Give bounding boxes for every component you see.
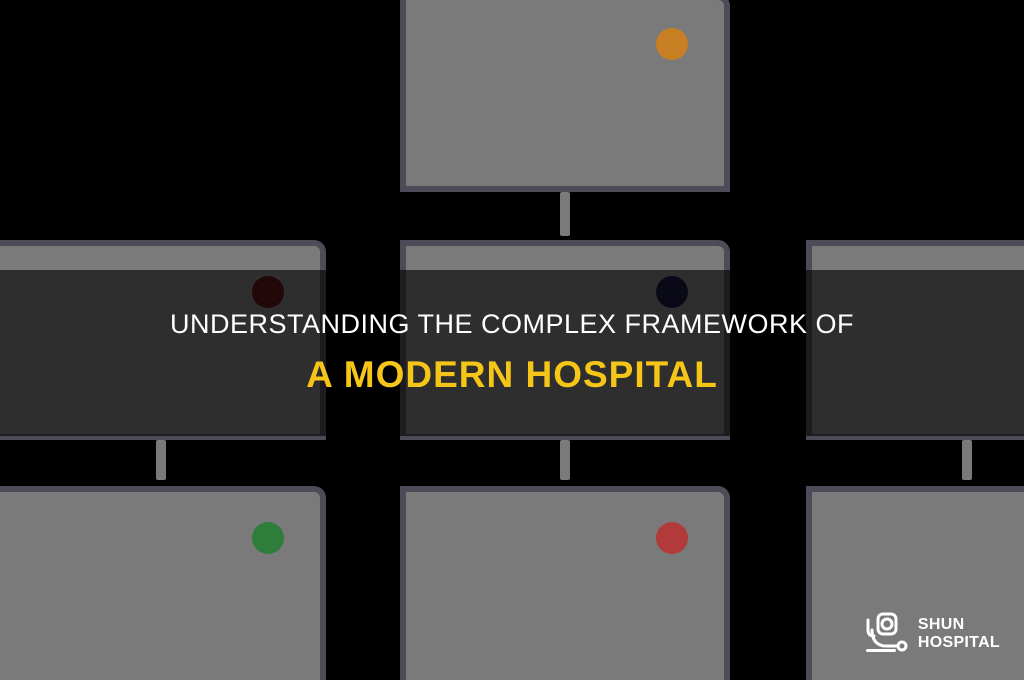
logo-wordmark: SHUN HOSPITAL [918,616,1000,652]
stethoscope-icon [864,610,910,659]
connector-right [962,440,972,480]
brand-logo[interactable]: SHUN HOSPITAL [864,612,1000,656]
org-box-top [400,0,730,192]
org-box-bottom-left [0,486,326,680]
headline-line-2: A MODERN HOSPITAL [306,354,718,395]
status-dot-red [656,522,688,554]
logo-word-hospital: HOSPITAL [917,634,1000,651]
status-dot-green [252,522,284,554]
connector-center [560,440,570,480]
connector-top [560,192,570,236]
status-dot-orange [656,28,688,60]
connector-left [156,440,166,480]
logo-word-shun: SHUN [917,616,965,633]
headline-line-1: UNDERSTANDING THE COMPLEX FRAMEWORK OF [169,309,855,339]
org-box-bottom-center [400,486,730,680]
org-box-bottom-right [806,486,1024,680]
headline-overlay-band [0,270,1024,436]
headline: UNDERSTANDING THE COMPLEX FRAMEWORK OF A… [0,270,1024,436]
